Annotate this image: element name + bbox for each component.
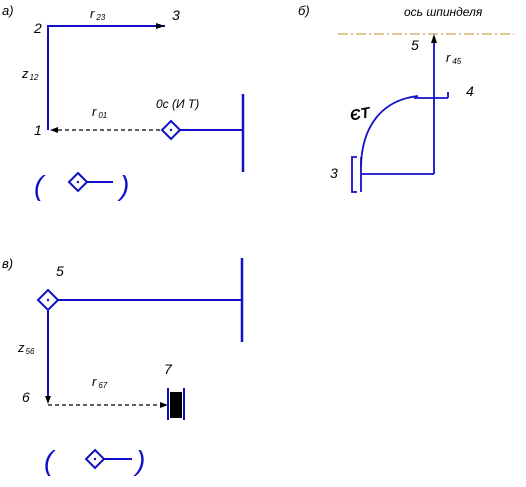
- point-4-label: 4: [466, 83, 474, 99]
- spindle-axis-label: ось шпинделя: [404, 5, 483, 19]
- arc-label: ЄТ: [349, 104, 373, 125]
- panel-b-label: б): [298, 3, 310, 18]
- tool-diamond: [160, 119, 182, 141]
- arrow-to-1: [50, 127, 58, 133]
- symbol-diamond-c: [84, 448, 106, 470]
- arrow-to-7: [160, 402, 168, 408]
- point-2-label: 2: [33, 20, 42, 36]
- tool-center-dot-c: [46, 298, 50, 302]
- point-3-label-b: 3: [330, 165, 338, 181]
- paren-right-a: ): [117, 170, 129, 201]
- arrow-to-6: [45, 396, 51, 404]
- paren-left-a: (: [34, 170, 46, 201]
- contour-arc: [360, 95, 419, 167]
- dim-z56: z56: [17, 340, 35, 356]
- point-5-label: 5: [411, 37, 419, 53]
- point-3-label: 3: [172, 7, 180, 23]
- point-5-label-c: 5: [56, 263, 64, 279]
- panel-a-label: а): [2, 3, 14, 18]
- paren-right-c: ): [133, 445, 145, 476]
- point-7-label: 7: [164, 361, 173, 377]
- paren-left-c: (: [44, 445, 56, 476]
- tool-center-dot: [169, 128, 173, 132]
- origin-label: 0с (И Т): [156, 97, 199, 111]
- symbol-dot-a: [76, 180, 80, 184]
- point-6-label: 6: [22, 389, 30, 405]
- panel-c-label: в): [2, 256, 13, 271]
- bracket-3: [351, 156, 357, 193]
- arrow-to-5: [431, 34, 437, 43]
- symbol-dot-c: [93, 457, 97, 461]
- symbol-diamond-a: [67, 171, 89, 193]
- block-7: [170, 392, 182, 418]
- arrow-to-3: [156, 23, 165, 29]
- path-1-2-3: [47, 25, 165, 130]
- point-1-label: 1: [34, 122, 42, 138]
- dim-z12: z12: [21, 66, 39, 82]
